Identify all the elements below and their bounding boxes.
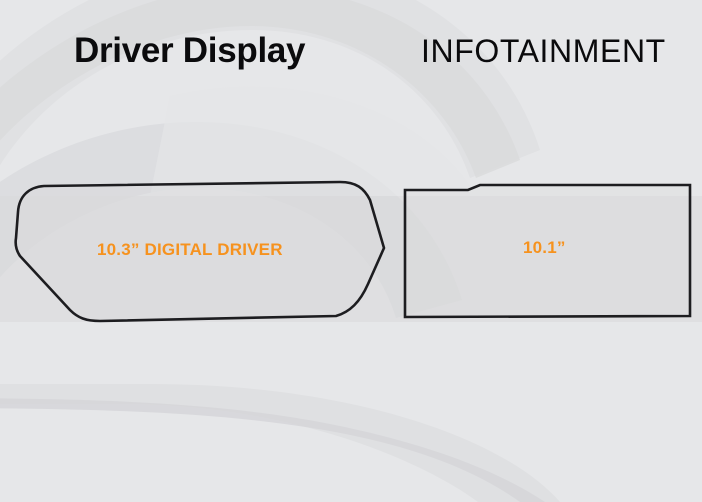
swoosh-band-mid-outer [0, 0, 520, 178]
driver-display-outline[interactable] [14, 180, 386, 323]
swoosh-inner-light-field [150, 86, 470, 196]
infotainment-display-outline[interactable] [403, 183, 692, 319]
swoosh-band-lower-rim [0, 398, 545, 502]
infotainment-size-label: 10.1” [523, 238, 566, 257]
infotainment-heading: INFOTAINMENT [421, 33, 666, 69]
swoosh-horizontal-band [0, 196, 702, 322]
driver-display-heading: Driver Display [74, 31, 306, 70]
driver-display-size-label: 10.3” DIGITAL DRIVER [97, 240, 283, 259]
